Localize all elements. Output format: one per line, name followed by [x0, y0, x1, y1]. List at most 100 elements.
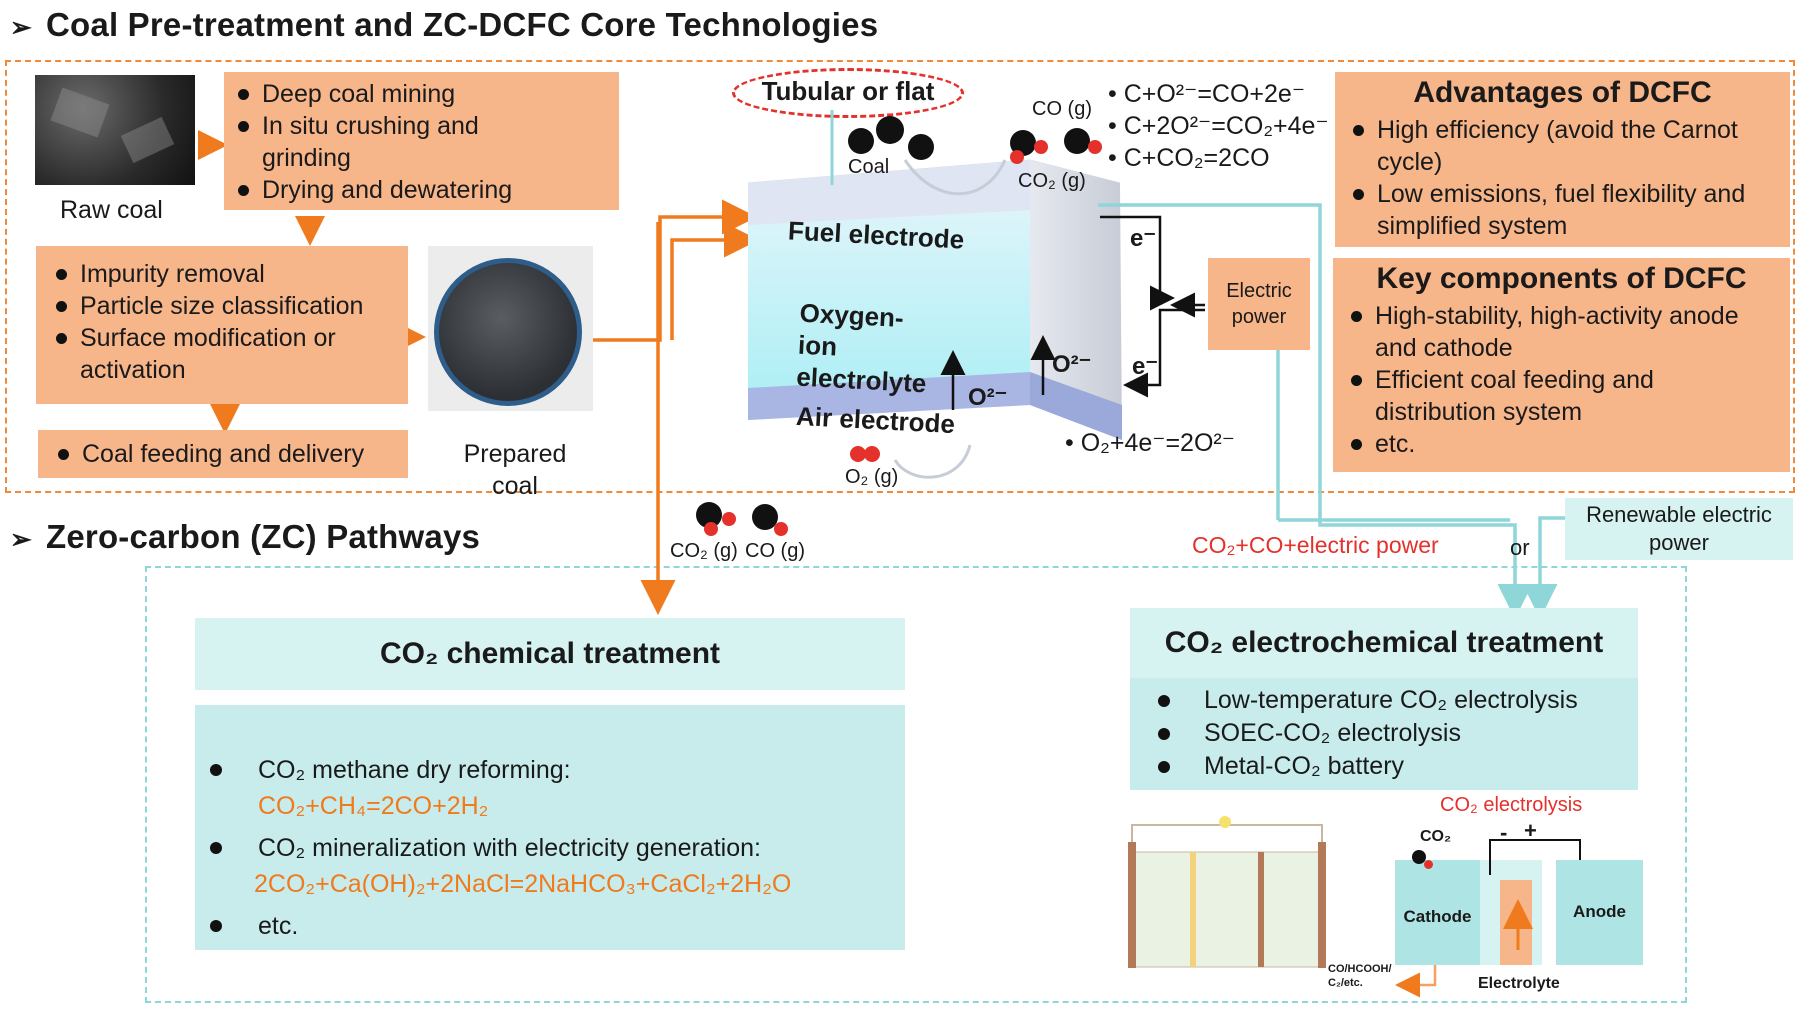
- electrochemical-content-box: Low-temperature CO₂ electrolysis SOEC-CO…: [1130, 678, 1638, 790]
- anode-reactions: • C+O²⁻=CO+2e⁻ • C+2O²⁻=CO₂+4e⁻ • C+CO₂=…: [1108, 78, 1329, 174]
- co-gas-label: CO (g): [1032, 98, 1092, 120]
- cell-shape-oval: [732, 68, 964, 118]
- co2-molecule-oxygen: [1034, 140, 1048, 154]
- exhaust-co2-label: CO₂ (g): [670, 540, 738, 562]
- battery-sep-1: [1190, 852, 1196, 967]
- mining-step: Deep coal mining: [232, 78, 611, 110]
- electrolyzer-anode-body: [1556, 860, 1643, 965]
- exhaust-co-label: CO (g): [745, 540, 805, 562]
- advantage-item: Low emissions, fuel flexibility and simp…: [1347, 178, 1778, 242]
- electrochemical-title-box: CO₂ electrochemical treatment: [1130, 608, 1638, 678]
- feeding-box: Coal feeding and delivery: [38, 430, 408, 478]
- renewable-box: Renewable electric power: [1565, 498, 1793, 560]
- raw-coal-image: [35, 75, 195, 185]
- cell-air-electrode-layer: [748, 372, 1030, 420]
- battery-bulb: [1219, 816, 1231, 828]
- raw-coal-label: Raw coal: [60, 196, 163, 224]
- chemical-item: CO₂ methane dry reforming:: [210, 752, 900, 788]
- advantage-item: High efficiency (avoid the Carnot cycle): [1347, 114, 1778, 178]
- prepared-coal-image: [434, 258, 582, 406]
- chemical-title-box: CO₂ chemical treatment: [195, 618, 905, 690]
- plus-terminal-icon: +: [1524, 818, 1537, 843]
- components-title: Key components of DCFC: [1376, 262, 1747, 295]
- battery-anode: [1128, 842, 1136, 968]
- anode-reaction: • C+2O²⁻=CO₂+4e⁻: [1108, 112, 1329, 140]
- chemical-title: CO₂ chemical treatment: [379, 637, 721, 670]
- o2-molecule: [864, 446, 880, 462]
- top-section-title: ➢Coal Pre-treatment and ZC-DCFC Core Tec…: [10, 6, 879, 43]
- exhaust-co2-oxygen: [704, 522, 718, 536]
- battery-cathode: [1318, 842, 1326, 968]
- minus-terminal-icon: -: [1500, 820, 1508, 845]
- prepared-coal-label: Prepared coal: [463, 440, 567, 500]
- exhaust-co-oxygen: [774, 522, 788, 536]
- arrow-coal-to-cell-1: [592, 199, 757, 342]
- cathode-reaction: • O₂+4e⁻=2O²⁻: [1065, 429, 1235, 457]
- chemical-items: CO₂ methane dry reforming: CO₂+CH₄=2CO+2…: [210, 752, 900, 944]
- o2-gas-label: O₂ (g): [845, 466, 899, 488]
- co-molecule-carbon: [1064, 128, 1090, 154]
- arrowhead-icon: ➢: [10, 524, 32, 554]
- arrow-coal-to-cell-3: [670, 222, 759, 340]
- electrolyzer-wire: [1489, 839, 1581, 875]
- cell-air-side: [1030, 372, 1122, 440]
- co2-molecule-oxygen: [1010, 150, 1024, 164]
- coal-particle: [848, 128, 874, 154]
- chemical-item: CO₂ mineralization with electricity gene…: [210, 830, 900, 866]
- electrolysis-co2-label: CO₂: [1420, 828, 1452, 845]
- advantages-box: Advantages of DCFC High efficiency (avoi…: [1335, 72, 1790, 247]
- component-item: etc.: [1345, 428, 1778, 460]
- coal-label: Coal: [848, 156, 890, 178]
- electrolyte-label: Oxygen-ion electrolyte: [795, 297, 928, 399]
- bottom-section-title: ➢Zero-carbon (ZC) Pathways: [10, 518, 481, 555]
- products-arrow: [1395, 965, 1437, 998]
- mining-steps-list: Deep coal mining In situ crushing and gr…: [232, 78, 611, 206]
- cell-fuel-electrode-layer: [748, 160, 1030, 225]
- o2-curve: [893, 444, 972, 479]
- feeding-step: Coal feeding and delivery: [52, 438, 400, 470]
- circuit-top: [1100, 215, 1175, 311]
- battery-sep-2: [1258, 852, 1264, 967]
- processing-steps-list: Impurity removal Particle size classific…: [50, 258, 400, 386]
- coal-reaction-curve: [903, 159, 1007, 196]
- electrochemical-title: CO₂ electrochemical treatment: [1164, 626, 1604, 659]
- cell-shape-label: Tubular or flat: [761, 76, 935, 106]
- mining-step: Drying and dewatering: [232, 174, 611, 206]
- electrolysis-title: CO₂ electrolysis: [1440, 794, 1583, 816]
- cathode-label: Cathode: [1403, 907, 1472, 926]
- pretreatment-frame: [5, 60, 1795, 493]
- co-molecule-oxygen: [1088, 140, 1102, 154]
- bullet-icon: [1158, 695, 1170, 707]
- teal-flow-1: [1098, 203, 1533, 619]
- electrochemical-item: Metal-CO₂ battery: [1140, 750, 1628, 783]
- chemical-equation: CO₂+CH₄=2CO+2H₂: [258, 792, 489, 820]
- bullet-icon: [210, 920, 222, 932]
- component-item: High-stability, high-activity anode and …: [1345, 300, 1778, 364]
- electrochemical-item: SOEC-CO₂ electrolysis: [1140, 717, 1628, 750]
- battery-frame: [1131, 851, 1323, 968]
- component-item: Efficient coal feeding and distribution …: [1345, 364, 1778, 428]
- flow-label: CO₂+CO+electric power: [1192, 532, 1439, 558]
- anode-reaction: • C+CO₂=2CO: [1108, 144, 1270, 172]
- coal-particle: [876, 116, 904, 144]
- or-label: or: [1510, 535, 1530, 560]
- electrolyte-bottom-label: Electrolyte: [1478, 975, 1560, 992]
- chemical-content-box: [195, 705, 905, 950]
- products-label: CO/HCOOH/C₂/etc.: [1328, 963, 1392, 989]
- electron-label: e⁻: [1132, 353, 1159, 380]
- pathways-frame: [145, 566, 1687, 1003]
- chemical-equation: 2CO₂+Ca(OH)₂+2NaCl=2NaHCO₃+CaCl₂+2H₂O: [254, 870, 792, 898]
- electrolysis-co2-molecule: [1412, 850, 1426, 864]
- mining-step: In situ crushing and grinding: [232, 110, 562, 174]
- bullet-icon: [1158, 728, 1170, 740]
- electrolysis-co2-oxygen: [1424, 860, 1433, 869]
- arrowhead-icon: ➢: [10, 12, 32, 42]
- o2-molecule: [850, 446, 866, 462]
- prepared-coal-panel: [428, 246, 593, 411]
- electrolyzer-electrolyte-bar: [1500, 880, 1532, 965]
- co2-gas-label: CO₂ (g): [1018, 170, 1086, 192]
- oxide-ion-label: O²⁻: [1052, 351, 1092, 378]
- electron-label: e⁻: [1130, 225, 1157, 252]
- electrolyzer-cathode-body: [1395, 860, 1480, 965]
